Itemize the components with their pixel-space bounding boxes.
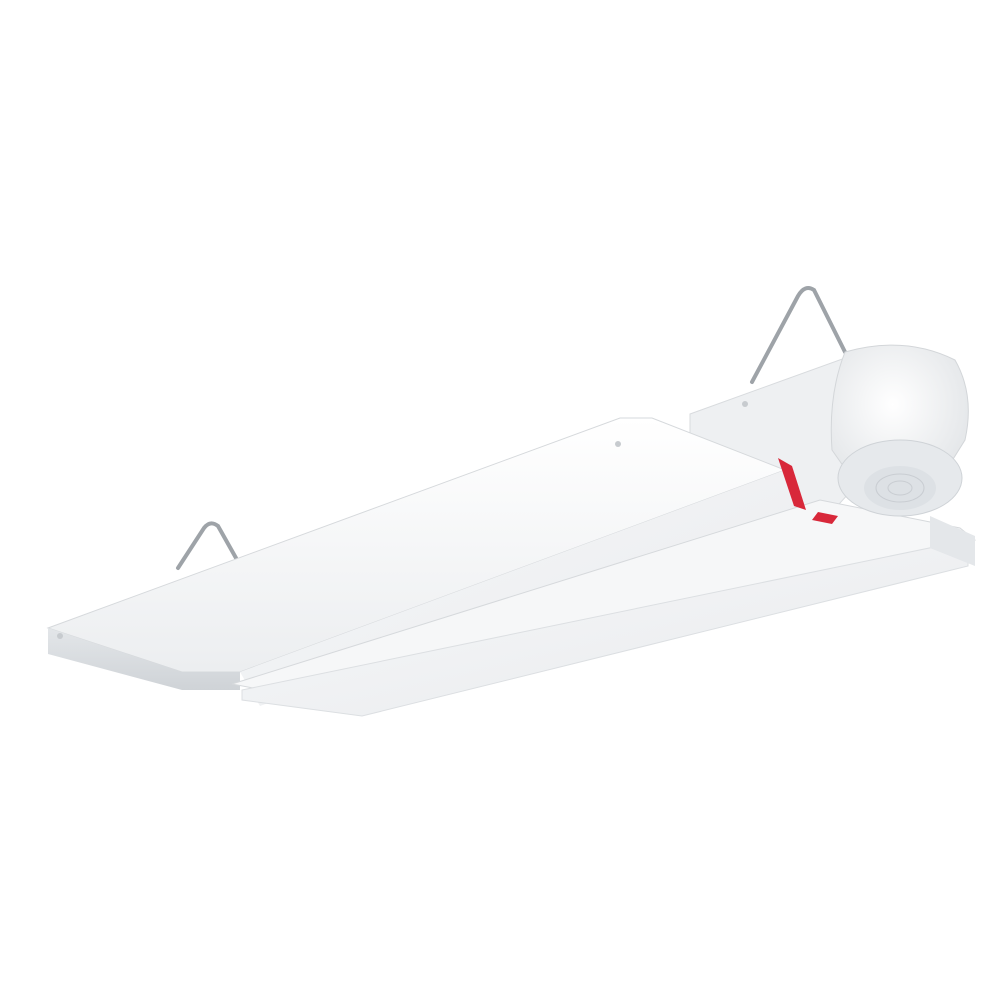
right-panel-lens — [241, 539, 969, 717]
red-accent-tab-lower — [812, 512, 838, 524]
right-hanger-wire — [750, 286, 847, 384]
right-panel-endcap — [930, 516, 975, 566]
left-panel-edge — [48, 628, 240, 690]
sensor-dome — [864, 466, 936, 510]
screw-detail — [57, 633, 63, 639]
screw-detail — [742, 401, 748, 407]
sensor-lens-facets — [875, 473, 925, 503]
motion-sensor — [830, 344, 969, 517]
light-fixture — [46, 286, 977, 717]
screw-detail — [615, 441, 621, 447]
red-accent-tab — [778, 458, 806, 510]
left-hanger-wire — [176, 521, 238, 570]
